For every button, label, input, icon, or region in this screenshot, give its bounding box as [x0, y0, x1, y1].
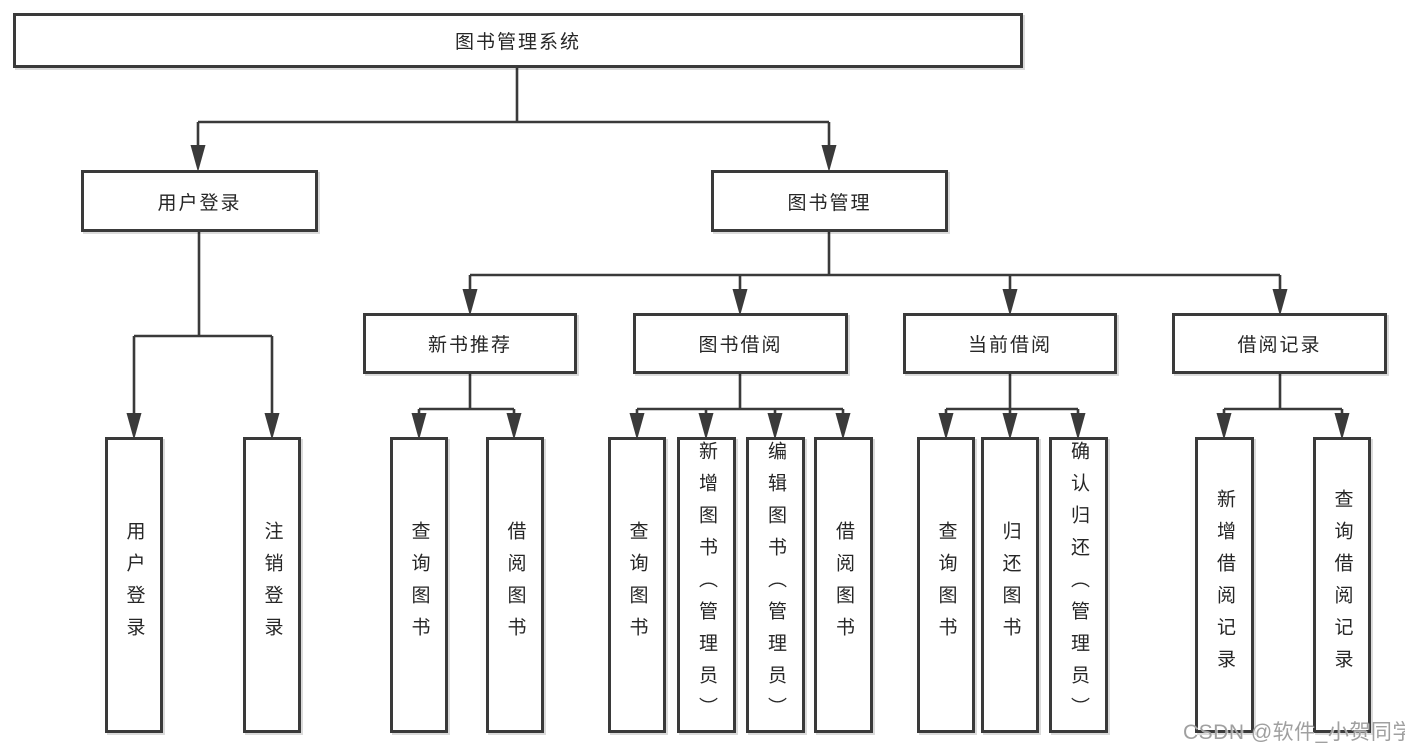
leaf-edit-books-admin: 编辑图书（管理员）	[746, 437, 805, 733]
leaf-return-books: 归还图书	[981, 437, 1039, 733]
leaf-query-borrow-record: 查询借阅记录	[1313, 437, 1371, 733]
leaf-add-borrow-record: 新增借阅记录	[1195, 437, 1254, 733]
node-borrowing-records: 借阅记录	[1172, 313, 1387, 374]
leaf-confirm-return-admin: 确认归还（管理员）	[1049, 437, 1108, 733]
leaf-borrow-books: 借阅图书	[814, 437, 873, 733]
leaf-query-books-current: 查询图书	[917, 437, 975, 733]
leaf-add-books-admin: 新增图书（管理员）	[677, 437, 736, 733]
leaf-user-login: 用户登录	[105, 437, 163, 733]
node-library-management-system: 图书管理系统	[13, 13, 1023, 68]
node-current-borrowing: 当前借阅	[903, 313, 1117, 374]
leaf-borrow-books-recommend: 借阅图书	[486, 437, 544, 733]
node-book-borrowing: 图书借阅	[633, 313, 848, 374]
leaf-query-books-recommend: 查询图书	[390, 437, 448, 733]
node-new-book-recommendation: 新书推荐	[363, 313, 577, 374]
leaf-logout: 注销登录	[243, 437, 301, 733]
leaf-query-books-borrowing: 查询图书	[608, 437, 666, 733]
csdn-watermark: CSDN @软件_小贺同学	[1183, 721, 1405, 744]
node-user-login: 用户登录	[81, 170, 318, 232]
arrowhead-icons	[126, 145, 1350, 440]
node-book-management: 图书管理	[711, 170, 948, 232]
